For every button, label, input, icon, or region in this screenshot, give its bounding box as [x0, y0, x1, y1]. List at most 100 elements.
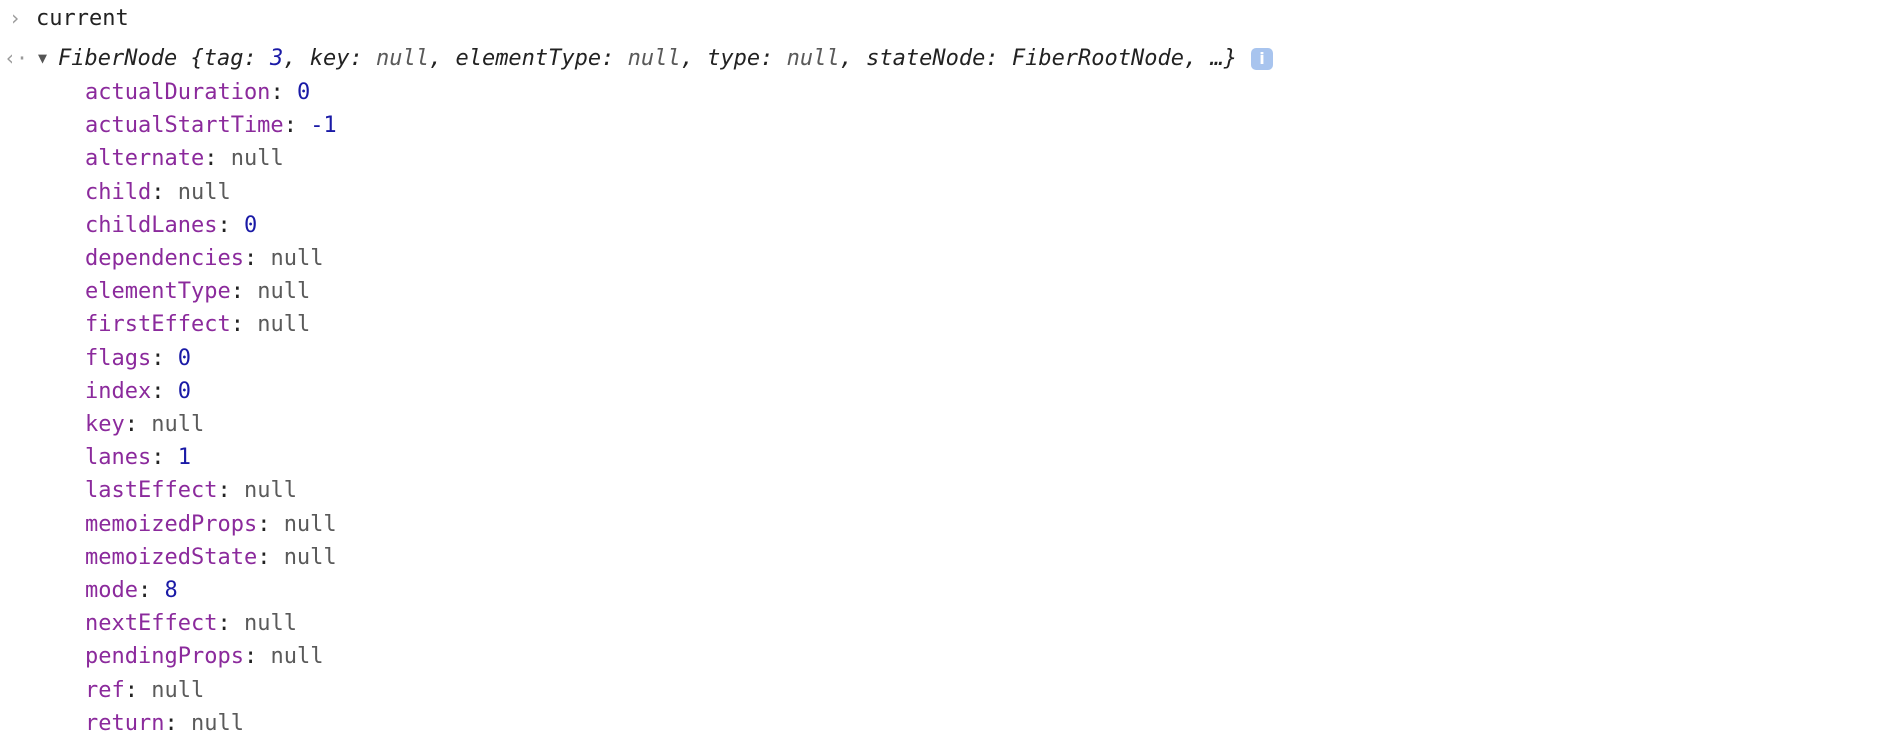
- property-colon: :: [151, 445, 178, 471]
- property-row[interactable]: mode: 8: [85, 574, 178, 607]
- console-result-row[interactable]: ‹· ▼ FiberNode {tag: 3, key: null, elemen…: [0, 42, 1273, 75]
- summary-close-brace: , …}: [1184, 46, 1237, 71]
- property-colon: :: [137, 578, 165, 603]
- property-colon: :: [243, 644, 271, 670]
- property-row[interactable]: index: 0: [85, 375, 191, 408]
- property-colon: :: [124, 677, 152, 703]
- property-key: elementType: [85, 279, 231, 305]
- property-key: firstEffect: [85, 312, 231, 338]
- property-key: actualDuration: [85, 80, 271, 105]
- property-key: ref: [85, 677, 125, 703]
- property-value: null: [151, 412, 205, 437]
- property-row[interactable]: childLanes: 0: [85, 209, 257, 242]
- property-colon: :: [151, 378, 178, 404]
- property-key: childLanes: [85, 212, 218, 238]
- info-icon[interactable]: i: [1251, 48, 1273, 70]
- summary-separator: ,: [680, 46, 708, 71]
- summary-separator: ,: [428, 46, 456, 71]
- property-key: memoizedState: [85, 544, 258, 570]
- property-colon: :: [217, 611, 244, 637]
- prompt-chevron-icon: ›: [8, 6, 22, 30]
- property-row[interactable]: child: null: [85, 176, 231, 209]
- property-value: null: [257, 312, 311, 338]
- summary-separator: ,: [839, 46, 867, 71]
- property-row[interactable]: actualDuration: 0: [85, 76, 310, 109]
- property-colon: :: [164, 710, 191, 736]
- return-arrow-icon: ‹·: [4, 46, 29, 70]
- property-colon: :: [230, 312, 258, 338]
- property-row[interactable]: lanes: 1: [85, 441, 191, 474]
- property-key: mode: [85, 578, 138, 603]
- property-colon: :: [151, 345, 178, 371]
- property-colon: :: [270, 80, 297, 105]
- summary-key: type: [707, 46, 761, 71]
- property-key: index: [85, 378, 152, 404]
- property-row[interactable]: dependencies: null: [85, 242, 323, 275]
- property-row[interactable]: pendingProps: null: [85, 640, 323, 673]
- property-colon: :: [124, 412, 152, 437]
- summary-key: stateNode: [866, 46, 986, 71]
- property-value: null: [270, 644, 324, 670]
- property-key: return: [85, 710, 165, 736]
- property-colon: :: [217, 478, 244, 504]
- property-row[interactable]: nextEffect: null: [85, 607, 297, 640]
- property-value: 0: [177, 378, 191, 404]
- property-row[interactable]: firstEffect: null: [85, 308, 310, 341]
- property-row[interactable]: ref: null: [85, 674, 204, 707]
- summary-key: tag: [203, 46, 244, 71]
- property-value: null: [243, 478, 297, 504]
- property-value: null: [270, 246, 324, 271]
- property-value: -1: [310, 113, 337, 139]
- property-key: lanes: [85, 445, 152, 471]
- property-key: child: [85, 179, 152, 205]
- property-colon: :: [204, 146, 231, 172]
- property-row[interactable]: elementType: null: [85, 275, 310, 308]
- property-row[interactable]: lastEffect: null: [85, 474, 297, 507]
- summary-colon: :: [601, 46, 628, 71]
- summary-key: elementType: [455, 46, 602, 71]
- summary-colon: :: [985, 46, 1012, 71]
- property-value: null: [177, 179, 231, 205]
- property-row[interactable]: flags: 0: [85, 342, 191, 375]
- property-value: 0: [296, 80, 311, 105]
- summary-value: 3: [269, 46, 284, 71]
- property-row[interactable]: memoizedState: null: [85, 541, 337, 574]
- property-value: null: [190, 710, 244, 736]
- property-key: lastEffect: [85, 478, 218, 504]
- property-colon: :: [257, 544, 284, 570]
- property-row[interactable]: memoizedProps: null: [85, 508, 337, 541]
- summary-key: key: [309, 46, 350, 71]
- property-colon: :: [283, 113, 311, 139]
- property-row[interactable]: return: null: [85, 707, 244, 740]
- property-key: nextEffect: [85, 611, 218, 637]
- summary-items: tag: 3, key: null, elementType: null, ty…: [204, 46, 1184, 71]
- property-key: flags: [85, 345, 152, 371]
- property-value: null: [283, 544, 337, 570]
- property-key: key: [85, 412, 125, 437]
- property-key: actualStartTime: [85, 113, 284, 139]
- property-row[interactable]: key: null: [85, 408, 204, 441]
- property-row[interactable]: actualStartTime: -1: [85, 109, 337, 142]
- object-class-name: FiberNode: [58, 46, 178, 71]
- property-key: dependencies: [85, 246, 244, 271]
- object-summary[interactable]: ▼ FiberNode {tag: 3, key: null, elementTy…: [38, 42, 1273, 75]
- property-key: pendingProps: [85, 644, 244, 670]
- property-key: alternate: [85, 146, 205, 172]
- property-value: 0: [177, 345, 191, 371]
- console-input-text: current: [36, 6, 129, 31]
- property-key: memoizedProps: [85, 511, 258, 537]
- property-value: null: [151, 677, 205, 703]
- property-value: null: [257, 279, 311, 305]
- summary-separator: ,: [283, 46, 310, 71]
- property-colon: :: [217, 212, 244, 238]
- expand-triangle-icon[interactable]: ▼: [38, 49, 48, 67]
- property-row[interactable]: alternate: null: [85, 142, 284, 175]
- summary-value: null: [375, 46, 429, 71]
- property-value: 0: [243, 212, 258, 238]
- property-colon: :: [151, 179, 178, 205]
- property-value: null: [243, 611, 297, 637]
- property-value: null: [283, 511, 337, 537]
- property-value: 1: [177, 445, 191, 471]
- summary-open-brace: {: [177, 46, 204, 71]
